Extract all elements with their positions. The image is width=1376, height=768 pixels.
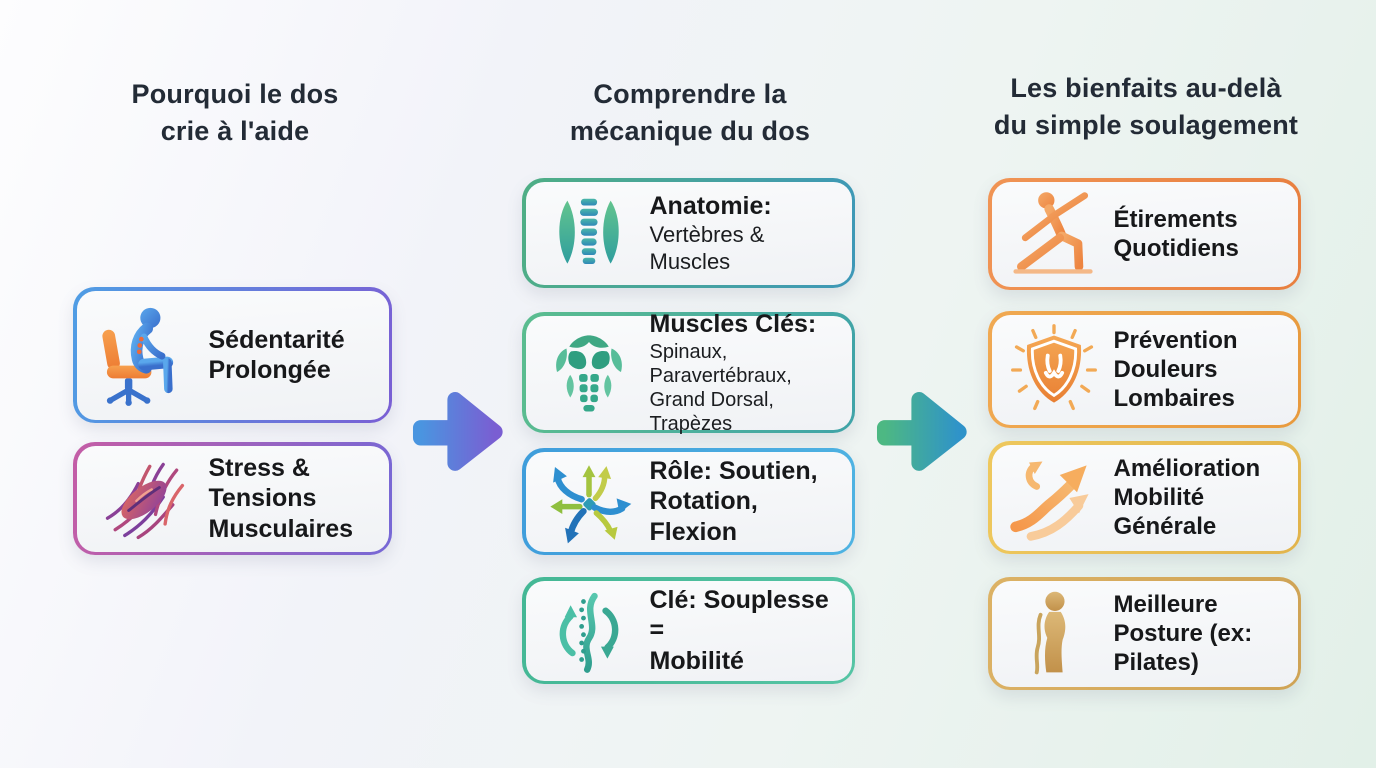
card-body: Spinaux, Paravertébraux, Grand Dorsal, T… — [649, 341, 792, 436]
card-surface: Sédentarité Prolongée — [76, 290, 389, 420]
column-title-causes: Pourquoi le dos crie à l'aide — [131, 79, 339, 146]
card-surface: Rôle: Soutien, Rotation, Flexion — [525, 451, 852, 552]
torso-muscles-icon — [534, 326, 644, 420]
card-textblock: Muscles Clés: Spinaux, Paravertébraux, G… — [650, 309, 840, 436]
column-title-mechanics: Comprendre la mécanique du dos — [569, 79, 811, 146]
card-text: Prévention Douleurs Lombaires — [1113, 326, 1238, 413]
rising-arrows-icon — [1000, 450, 1108, 546]
card-text: Étirements Quotidiens — [1113, 205, 1239, 262]
card-anatomie: Anatomie: Vertèbres & Muscles — [522, 178, 855, 288]
flow-arrow-causes-to-mechanics — [406, 378, 506, 479]
card-role-soutien: Rôle: Soutien, Rotation, Flexion — [522, 448, 855, 555]
card-text: Amélioration Mobilité Générale — [1113, 454, 1261, 541]
card-surface: Étirements Quotidiens — [991, 181, 1298, 287]
card-etirements: Étirements Quotidiens — [988, 178, 1301, 290]
card-stress-tensions: Stress & Tensions Musculaires — [73, 442, 392, 555]
flow-arrow-mechanics-to-benefits — [870, 378, 970, 479]
card-text: Meilleure Posture (ex: Pilates) — [1113, 590, 1253, 677]
slouched-sitting-person-icon — [85, 302, 203, 408]
card-cle-souplesse: Clé: Souplesse = Mobilité — [522, 577, 855, 684]
column-title-benefits: Les bienfaits au-delà du simple soulagem… — [993, 73, 1299, 140]
flexibility-cycle-icon — [534, 585, 644, 677]
card-heading: Anatomie: — [649, 191, 772, 220]
multidirectional-arrows-icon — [534, 456, 644, 548]
stretching-pose-icon — [1000, 186, 1108, 282]
shield-spine-icon — [1000, 322, 1108, 418]
card-body: Vertèbres & Muscles — [649, 221, 765, 274]
card-text: Sédentarité Prolongée — [208, 325, 345, 385]
card-surface: Prévention Douleurs Lombaires — [991, 314, 1298, 425]
card-surface: Anatomie: Vertèbres & Muscles — [525, 181, 852, 285]
muscle-fibers-icon — [85, 451, 203, 547]
card-surface: Stress & Tensions Musculaires — [76, 445, 389, 552]
card-textblock: Anatomie: Vertèbres & Muscles — [650, 191, 840, 276]
card-meilleure-posture: Meilleure Posture (ex: Pilates) — [988, 577, 1301, 690]
card-surface: Meilleure Posture (ex: Pilates) — [991, 580, 1298, 687]
card-muscles-cles: Muscles Clés: Spinaux, Paravertébraux, G… — [522, 310, 855, 435]
card-surface: Clé: Souplesse = Mobilité — [525, 580, 852, 681]
card-surface: Amélioration Mobilité Générale — [991, 444, 1298, 551]
card-surface: Muscles Clés: Spinaux, Paravertébraux, G… — [525, 310, 852, 435]
card-text: Clé: Souplesse = Mobilité — [649, 585, 829, 675]
card-heading: Muscles Clés: — [649, 309, 817, 338]
card-text: Rôle: Soutien, Rotation, Flexion — [649, 456, 818, 546]
card-amelioration-mobilite: Amélioration Mobilité Générale — [988, 441, 1301, 554]
card-sedentarite-prolongee: Sédentarité Prolongée — [73, 287, 392, 423]
card-text: Stress & Tensions Musculaires — [208, 453, 354, 543]
posture-profile-icon — [1000, 586, 1108, 682]
spine-and-muscles-icon — [534, 188, 644, 278]
card-prevention-lombaires: Prévention Douleurs Lombaires — [988, 311, 1301, 428]
